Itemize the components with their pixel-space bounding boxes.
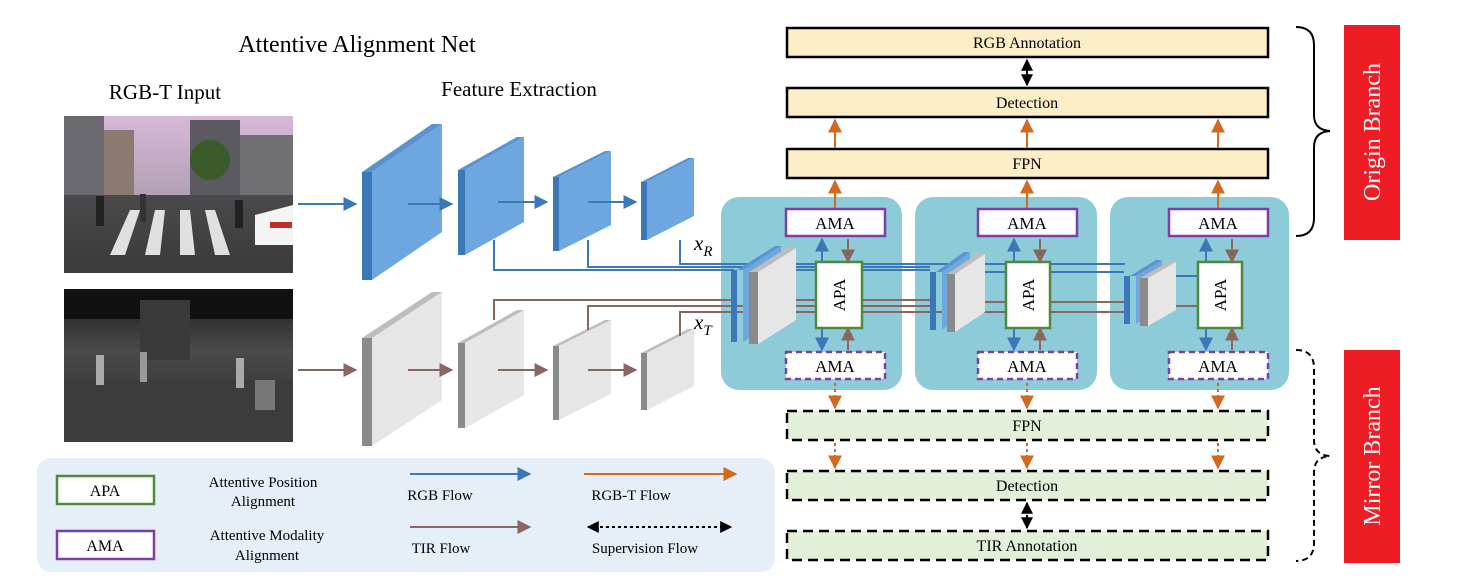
mirror-branch-label: Mirror Branch — [1344, 350, 1400, 563]
ama-top-1: AMA — [784, 207, 887, 238]
fused-block-3 — [1124, 260, 1176, 326]
svg-text:FPN: FPN — [1012, 156, 1042, 173]
mirror-brace — [1295, 349, 1331, 562]
tir-input-image — [64, 289, 293, 442]
svg-text:Alignment: Alignment — [235, 548, 300, 564]
ama-top-3: AMA — [1167, 207, 1270, 238]
svg-text:TIR Annotation: TIR Annotation — [977, 538, 1078, 555]
apa-module-2: APA — [1004, 260, 1052, 330]
fusion-stage-1 — [721, 197, 902, 390]
ama-bottom-1: AMA — [784, 350, 887, 381]
svg-text:APA: APA — [1019, 278, 1038, 311]
svg-text:Supervision Flow: Supervision Flow — [592, 541, 698, 557]
svg-text:Alignment: Alignment — [231, 494, 296, 510]
ama-bottom-3: AMA — [1167, 350, 1270, 381]
svg-text:Attentive Modality: Attentive Modality — [210, 528, 325, 544]
svg-text:APA: APA — [830, 278, 849, 311]
svg-text:RGB Annotation: RGB Annotation — [973, 35, 1081, 52]
tir-annotation-box: TIR Annotation — [785, 529, 1270, 562]
svg-text:Detection: Detection — [996, 95, 1058, 112]
origin-brace — [1295, 26, 1331, 237]
legend: APA Attentive Position Alignment AMA Att… — [37, 458, 775, 572]
legend-ama-item: AMA Attentive Modality Alignment — [55, 528, 325, 564]
svg-text:Mirror Branch: Mirror Branch — [1360, 386, 1386, 525]
diagram-title: Attentive Alignment Net — [238, 32, 476, 58]
svg-text:AMA: AMA — [1007, 214, 1047, 233]
apa-module-3: APA — [1196, 260, 1244, 330]
tir-feature-block-2 — [458, 310, 524, 428]
svg-text:AMA: AMA — [1007, 357, 1047, 376]
legend-tir-flow: TIR Flow — [410, 520, 532, 557]
xt-symbol: xT — [693, 310, 713, 339]
legend-supervision-flow: Supervision Flow — [586, 521, 733, 557]
fused-block-1 — [731, 246, 796, 344]
svg-text:FPN: FPN — [1012, 418, 1042, 435]
ama-top-2: AMA — [976, 207, 1079, 238]
mirror-rgbt-arrows — [828, 383, 1225, 470]
xr-symbol: xR — [693, 231, 713, 260]
svg-text:AMA: AMA — [1198, 357, 1238, 376]
svg-text:AMA: AMA — [815, 214, 855, 233]
svg-text:AMA: AMA — [815, 357, 855, 376]
legend-rgbt-flow: RGB-T Flow — [584, 467, 738, 504]
origin-detection-box: Detection — [785, 86, 1270, 119]
rgb-feature-block-3 — [553, 151, 611, 251]
fused-block-2 — [930, 252, 985, 332]
svg-text:AMA: AMA — [1198, 214, 1238, 233]
origin-rgbt-arrows — [828, 118, 1225, 208]
input-section-label: RGB-T Input — [109, 80, 221, 104]
ama-bottom-2: AMA — [976, 350, 1079, 381]
rgb-feature-block-4 — [641, 158, 694, 240]
svg-text:Detection: Detection — [996, 478, 1058, 495]
svg-text:RGB-T Flow: RGB-T Flow — [591, 488, 670, 504]
rgb-input-image — [64, 116, 293, 273]
tir-feature-block-4 — [641, 329, 694, 410]
svg-text:RGB Flow: RGB Flow — [407, 488, 473, 504]
svg-text:Attentive Position: Attentive Position — [209, 475, 318, 491]
svg-text:Origin Branch: Origin Branch — [1360, 63, 1386, 201]
legend-rgb-flow: RGB Flow — [407, 467, 532, 504]
rgb-feature-block-1 — [362, 124, 442, 280]
origin-branch-label: Origin Branch — [1344, 25, 1400, 240]
svg-text:APA: APA — [90, 483, 121, 500]
tir-feature-block-3 — [553, 320, 611, 420]
origin-fpn-box: FPN — [785, 147, 1270, 180]
svg-text:AMA: AMA — [86, 538, 124, 555]
legend-apa-item: APA Attentive Position Alignment — [55, 474, 318, 510]
mirror-fpn-box: FPN — [785, 409, 1270, 442]
rgb-annotation-box: RGB Annotation — [785, 26, 1270, 59]
tir-feature-block-1 — [362, 292, 442, 446]
apa-module-1: APA — [814, 260, 864, 330]
svg-text:TIR Flow: TIR Flow — [412, 541, 471, 557]
mirror-detection-box: Detection — [785, 469, 1270, 502]
feature-section-label: Feature Extraction — [441, 77, 597, 101]
svg-text:APA: APA — [1211, 278, 1230, 311]
rgb-feature-block-2 — [458, 137, 524, 255]
